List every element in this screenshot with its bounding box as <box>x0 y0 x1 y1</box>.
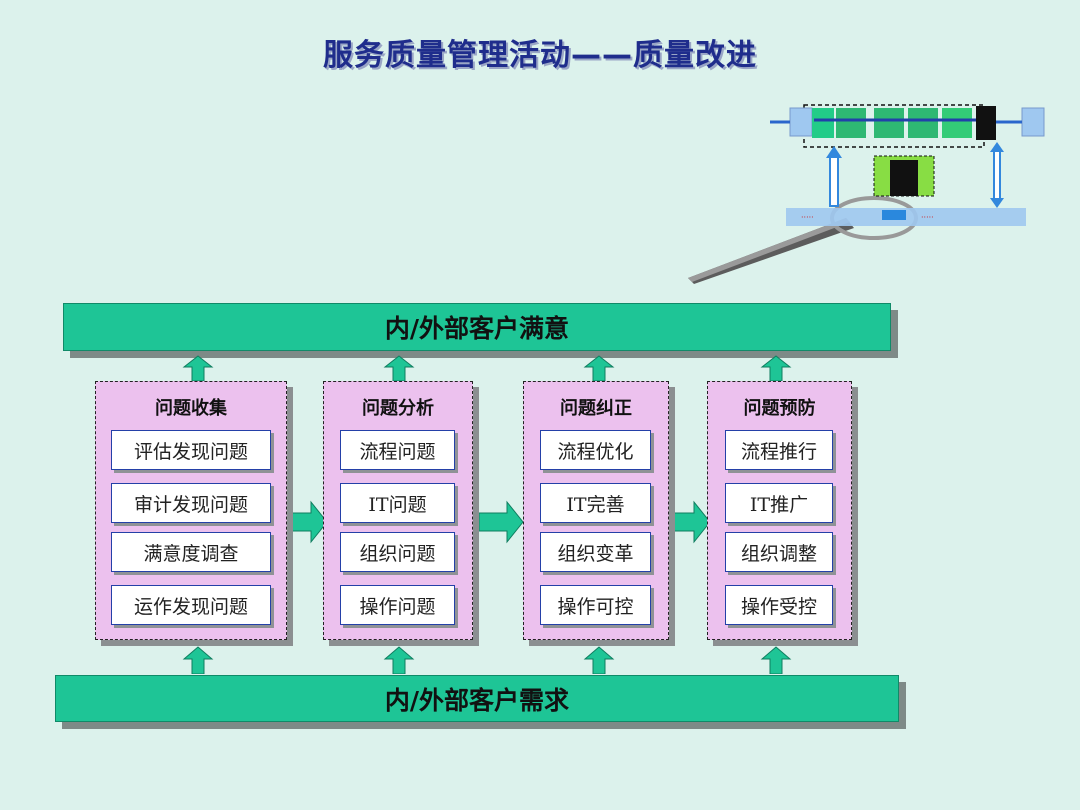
up-arrow-icon <box>182 355 216 381</box>
list-item: 操作问题 <box>340 585 455 625</box>
list-item: 审计发现问题 <box>111 483 271 523</box>
list-item: 流程优化 <box>540 430 651 470</box>
page-title: 服务质量管理活动——质量改进 <box>323 38 757 73</box>
group-title: 问题纠正 <box>560 398 632 419</box>
list-item: 评估发现问题 <box>111 430 271 470</box>
up-arrow-icon <box>583 646 617 674</box>
svg-text:·····: ····· <box>921 213 934 222</box>
group-problem-correction: 问题纠正 流程优化 IT完善 组织变革 操作可控 <box>523 381 669 640</box>
list-item: 操作受控 <box>725 585 833 625</box>
list-item: IT完善 <box>540 483 651 523</box>
customer-satisfaction-label: 内/外部客户满意 <box>384 314 570 343</box>
right-arrow-icon <box>670 500 712 544</box>
list-item: 流程推行 <box>725 430 833 470</box>
customer-requirements-bar: 内/外部客户需求 <box>55 675 899 722</box>
list-item: IT问题 <box>340 483 455 523</box>
group-title: 问题分析 <box>362 398 434 419</box>
right-arrow-icon <box>479 500 525 544</box>
up-arrow-icon <box>182 646 216 674</box>
up-arrow-icon <box>583 355 617 381</box>
list-item: 流程问题 <box>340 430 455 470</box>
group-title: 问题收集 <box>155 398 227 419</box>
group-problem-collection: 问题收集 评估发现问题 审计发现问题 满意度调查 运作发现问题 <box>95 381 287 640</box>
group-problem-analysis: 问题分析 流程问题 IT问题 组织问题 操作问题 <box>323 381 473 640</box>
list-item: IT推广 <box>725 483 833 523</box>
up-arrow-icon <box>383 646 417 674</box>
svg-text:·····: ····· <box>801 213 814 222</box>
group-problem-prevention: 问题预防 流程推行 IT推广 组织调整 操作受控 <box>707 381 852 640</box>
list-item: 满意度调查 <box>111 532 271 572</box>
group-title: 问题预防 <box>743 398 816 419</box>
magnifier-thumbnail-icon: ····· ····· <box>686 100 1058 286</box>
customer-satisfaction-bar: 内/外部客户满意 <box>63 303 891 351</box>
list-item: 操作可控 <box>540 585 651 625</box>
list-item: 运作发现问题 <box>111 585 271 625</box>
right-arrow-icon <box>287 500 329 544</box>
customer-requirements-label: 内/外部客户需求 <box>384 685 570 715</box>
list-item: 组织调整 <box>725 532 833 572</box>
up-arrow-icon <box>760 646 794 674</box>
up-arrow-icon <box>760 355 794 381</box>
list-item: 组织问题 <box>340 532 455 572</box>
list-item: 组织变革 <box>540 532 651 572</box>
up-arrow-icon <box>383 355 417 381</box>
